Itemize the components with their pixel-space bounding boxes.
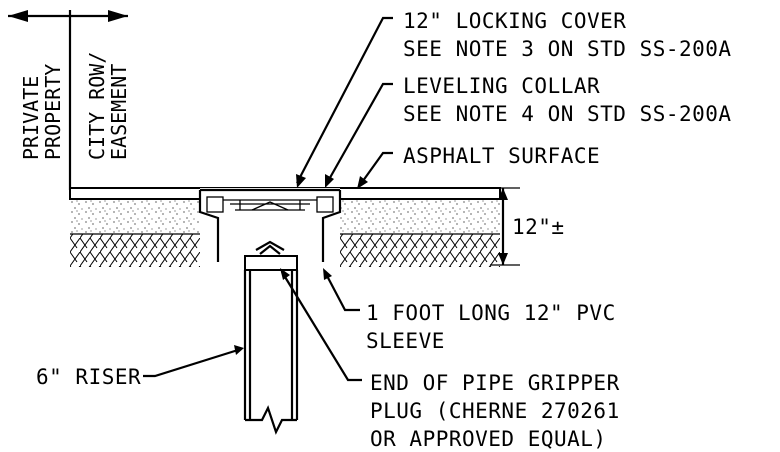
gripper-plug-label-2: PLUG (CHERNE 270261 — [370, 399, 620, 423]
gripper-plug-label-3: OR APPROVED EQUAL) — [370, 427, 607, 451]
pvc-sleeve-label: 1 FOOT LONG 12" PVC — [366, 301, 616, 325]
city-row-label-2: EASEMENT — [107, 64, 131, 160]
riser-label: 6" RISER — [36, 365, 141, 389]
asphalt-surface-label: ASPHALT SURFACE — [403, 144, 600, 168]
leveling-collar-label: LEVELING COLLAR — [403, 74, 600, 98]
leader-lines — [143, 16, 393, 382]
dimension-12in — [490, 187, 520, 266]
gripper-plug-label: END OF PIPE GRIPPER — [370, 371, 620, 395]
private-property-label-2: PROPERTY — [41, 64, 65, 160]
city-row-label-1: CITY ROW/ — [85, 52, 109, 160]
dimension-label: 12"± — [512, 215, 565, 239]
locking-cover-note: SEE NOTE 3 ON STD SS-200A — [403, 37, 732, 61]
locking-cover-assembly — [198, 188, 342, 262]
leveling-collar-note: SEE NOTE 4 ON STD SS-200A — [403, 102, 732, 126]
gripper-plug — [255, 240, 285, 255]
private-property-label-1: PRIVATE — [19, 76, 43, 160]
locking-cover-label: 12" LOCKING COVER — [403, 9, 626, 33]
pvc-sleeve-label-2: SLEEVE — [366, 329, 445, 353]
property-arrows — [8, 10, 128, 190]
